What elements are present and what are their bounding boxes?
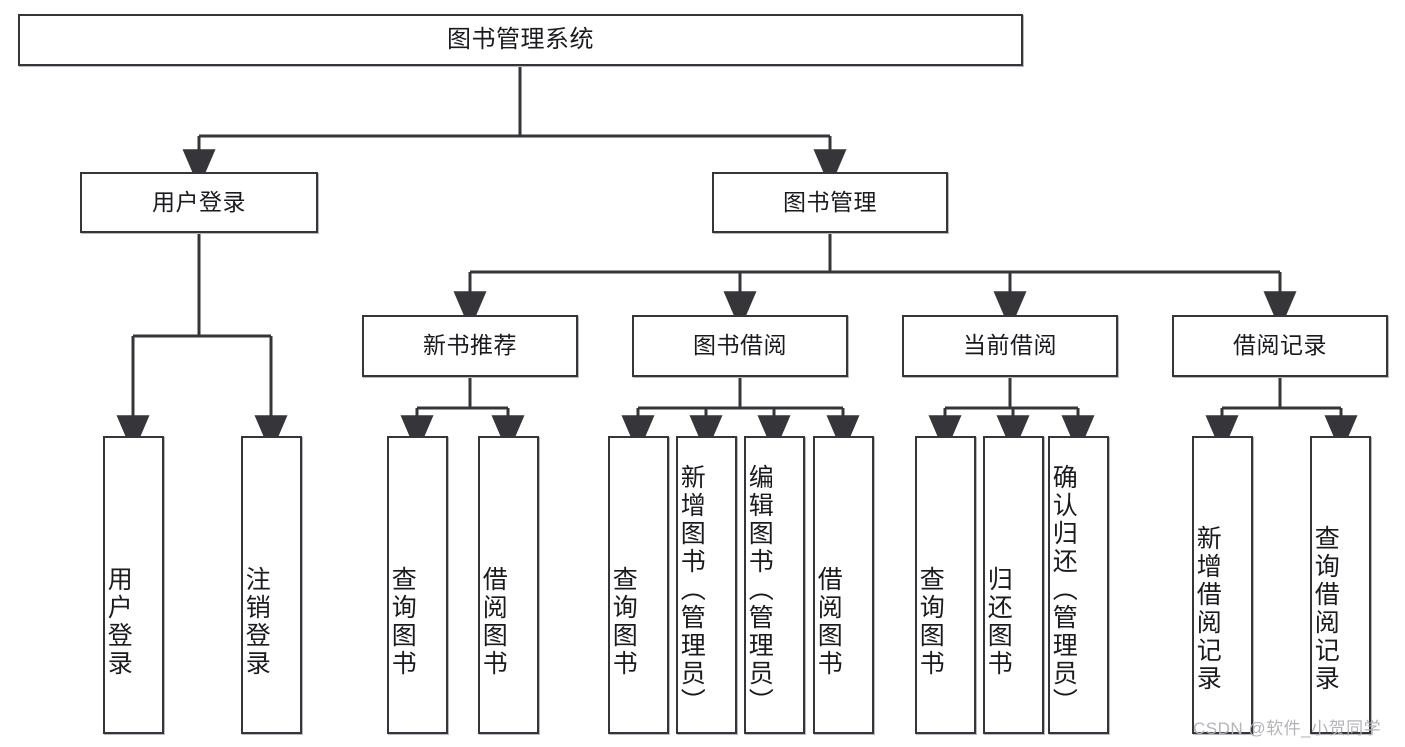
node-label: 查询借阅记录 bbox=[1311, 525, 1340, 693]
node-label: 新书推荐 bbox=[423, 332, 517, 359]
node-label: 编辑图书（管理员） bbox=[745, 464, 774, 716]
node-label: 图书管理 bbox=[783, 188, 877, 215]
leaf-book-borrow-query[interactable]: 查询图书 bbox=[608, 436, 669, 734]
node-user-login[interactable]: 用户登录 bbox=[80, 172, 318, 233]
node-label: 借阅图书 bbox=[814, 566, 843, 678]
leaf-borrow-record-add[interactable]: 新增借阅记录 bbox=[1192, 436, 1253, 734]
node-borrow-record[interactable]: 借阅记录 bbox=[1172, 315, 1388, 377]
leaf-book-borrow-add[interactable]: 新增图书（管理员） bbox=[676, 436, 737, 734]
node-new-book-recommend[interactable]: 新书推荐 bbox=[362, 315, 578, 377]
node-label: 新增图书（管理员） bbox=[677, 464, 706, 716]
node-label: 查询图书 bbox=[388, 566, 417, 678]
watermark: CSDN @软件_小贺同学 bbox=[1193, 719, 1382, 738]
node-label: 确认归还（管理员） bbox=[1049, 464, 1078, 716]
node-label: 图书借阅 bbox=[693, 332, 787, 359]
leaf-current-borrow-confirm-return[interactable]: 确认归还（管理员） bbox=[1048, 436, 1109, 734]
node-book-borrow[interactable]: 图书借阅 bbox=[632, 315, 848, 377]
node-label: 当前借阅 bbox=[963, 332, 1057, 359]
node-label: 新增借阅记录 bbox=[1193, 525, 1222, 693]
node-label: 借阅记录 bbox=[1233, 332, 1327, 359]
leaf-user-login-login[interactable]: 用户登录 bbox=[103, 436, 164, 734]
leaf-current-borrow-return[interactable]: 归还图书 bbox=[983, 436, 1044, 734]
leaf-book-borrow-borrow[interactable]: 借阅图书 bbox=[813, 436, 874, 734]
leaf-user-login-logout[interactable]: 注销登录 bbox=[241, 436, 302, 734]
node-label: 查询图书 bbox=[609, 566, 638, 678]
leaf-book-borrow-edit[interactable]: 编辑图书（管理员） bbox=[744, 436, 805, 734]
node-label: 借阅图书 bbox=[479, 566, 508, 678]
node-label: 归还图书 bbox=[984, 566, 1013, 678]
node-label: 图书管理系统 bbox=[447, 25, 594, 53]
leaf-borrow-record-query[interactable]: 查询借阅记录 bbox=[1310, 436, 1371, 734]
leaf-current-borrow-query[interactable]: 查询图书 bbox=[915, 436, 976, 734]
leaf-new-book-borrow[interactable]: 借阅图书 bbox=[478, 436, 539, 734]
leaf-new-book-query[interactable]: 查询图书 bbox=[387, 436, 448, 734]
node-book-management[interactable]: 图书管理 bbox=[712, 172, 948, 233]
node-label: 查询图书 bbox=[916, 566, 945, 678]
node-current-borrow[interactable]: 当前借阅 bbox=[902, 315, 1118, 377]
node-root-system[interactable]: 图书管理系统 bbox=[18, 14, 1023, 66]
node-label: 注销登录 bbox=[242, 566, 271, 678]
node-label: 用户登录 bbox=[104, 566, 133, 678]
node-label: 用户登录 bbox=[152, 188, 246, 215]
